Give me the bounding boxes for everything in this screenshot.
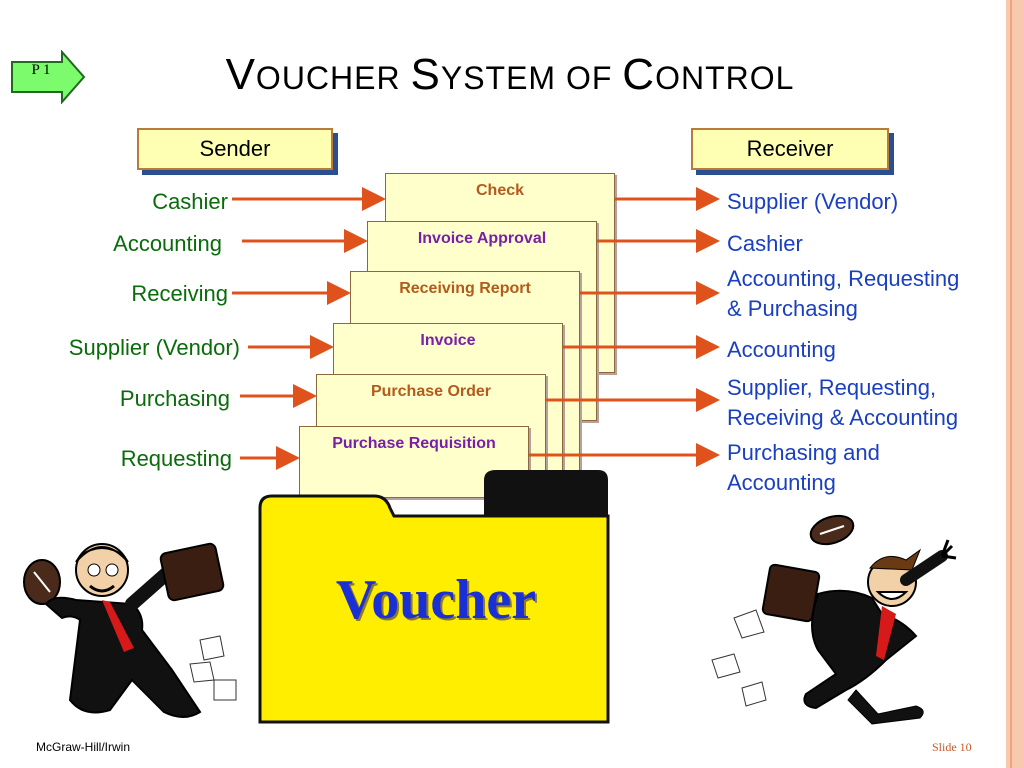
sender-label: Purchasing [119,386,230,411]
sender-label: Cashier [152,189,228,214]
briefcase-icon [159,542,225,602]
document-title: Invoice Approval [417,230,547,247]
receiver-line: Supplier, Requesting, [727,375,937,400]
document-title: Purchase Order [370,383,492,400]
receiver-line: Accounting, Requesting [727,266,960,291]
document-title: Receiving Report [399,280,531,297]
receiver-line: Receiving & Accounting [727,405,959,430]
receiver-line: Accounting [727,470,836,495]
businessman-icon [23,542,237,718]
document-title: Invoice [420,332,476,349]
document-title: Check [475,182,525,199]
folder-icon [258,470,610,724]
receiver-label: Accounting, Requesting & Purchasing [727,264,1007,324]
slide-border [1006,0,1024,768]
folder-label: Voucher [335,569,537,631]
receiver-label: Accounting [727,335,1007,365]
badge-arrow-icon [11,50,86,104]
receiver-label: Cashier [727,229,1007,259]
title-part: S [410,50,441,99]
badge-label: P 1 [31,62,51,78]
title-part: C [622,50,656,99]
sender-label: Accounting [113,231,222,256]
sender-header: Sender [137,128,333,170]
receiver-line: Purchasing and [727,440,880,465]
receiver-label: Supplier (Vendor) [727,187,1007,217]
document-title: Purchase Requisition [332,435,496,452]
title-part: V [225,50,256,99]
receiver-line: & Purchasing [727,296,858,321]
slide-number: Slide 10 [932,740,972,754]
title-part: ystem of [440,60,623,96]
page-title: Voucher System of Control [100,50,920,100]
businessman-icon [711,514,957,725]
footer-publisher: McGraw-Hill/Irwin [36,740,130,754]
receiver-line: Cashier [727,231,803,256]
sender-label: Requesting [120,446,232,471]
sender-label: Supplier (Vendor) [68,335,240,360]
receiver-label: Supplier, Requesting, Receiving & Account… [727,373,1007,433]
receiver-header: Receiver [691,128,889,170]
briefcase-icon [761,563,821,623]
title-part: oucher [255,60,411,96]
sender-label: Receiving [131,281,228,306]
receiver-line: Accounting [727,337,836,362]
receiver-line: Supplier (Vendor) [727,189,899,214]
title-part: ontrol [655,60,795,96]
